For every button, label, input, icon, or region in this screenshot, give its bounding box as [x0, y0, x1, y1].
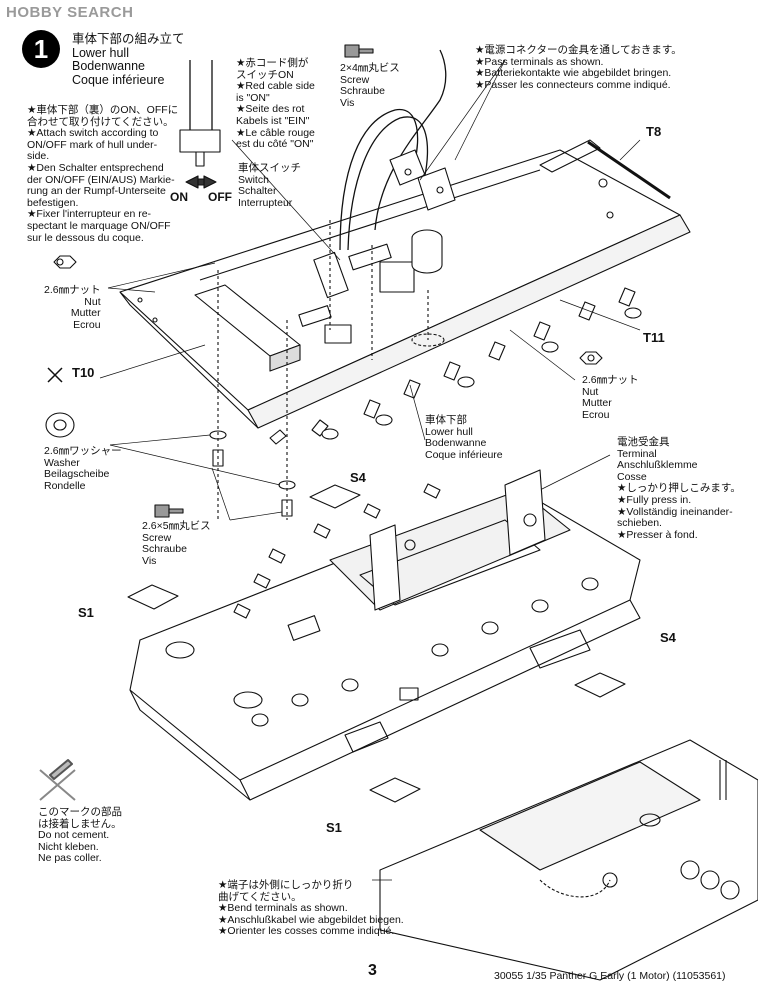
step-number-badge: 1	[22, 30, 60, 68]
step-title-de: Bodenwanne	[72, 59, 145, 73]
switch-orientation-note: ★車体下部（裏）のON、OFFに 合わせて取り付けてください。 ★Attach …	[27, 104, 179, 244]
hobby-search-watermark: HOBBY SEARCH	[6, 4, 134, 21]
switch-mount	[194, 229, 445, 372]
nut-right-label: 2.6㎜ナット Nut Mutter Ecrou	[582, 374, 639, 421]
part-t11: T11	[643, 330, 665, 345]
part-s1-left: S1	[78, 605, 94, 620]
lower-hull-label: 車体下部 Lower hull Bodenwanne Coque inférie…	[425, 414, 503, 461]
bend-terminals-note: ★端子は外側にしっかり折り 曲げてください。 ★Bend terminals a…	[218, 879, 404, 938]
terminal-label: 電池受金具 Terminal Anschlußklemme Cosse ★しっか…	[617, 436, 741, 541]
part-s4-right: S4	[660, 630, 676, 645]
red-cable-note: ★赤コード側が スイッチON ★Red cable side is "ON" ★…	[236, 57, 315, 151]
battery-terminals	[369, 469, 546, 611]
part-s4-upper: S4	[350, 470, 366, 485]
screw-2x4-label: 2×4㎜丸ビス Screw Schraube Vis	[340, 62, 400, 109]
page-number: 3	[368, 962, 377, 979]
part-t8: T8	[646, 124, 662, 139]
terminals-note: ★電源コネクターの金具を通しておきます。 ★Pass terminals as …	[475, 44, 682, 91]
rear-hull-section	[372, 739, 758, 981]
part-s1-lower: S1	[326, 820, 342, 835]
nut-left-label: 2.6㎜ナット Nut Mutter Ecrou	[44, 284, 101, 331]
t10-tool-icon	[47, 367, 63, 383]
hardware	[45, 44, 603, 518]
on-label: ON	[170, 190, 188, 204]
leader-lines	[99, 59, 641, 521]
upper-axles	[269, 287, 642, 445]
page-footer: 30055 1/35 Panther G Early (1 Motor) (11…	[494, 970, 726, 982]
switch-label: 車体スイッチ Switch Schalter Interrupteur	[238, 162, 301, 209]
power-terminals	[389, 149, 456, 211]
motor-wires	[189, 49, 447, 251]
no-cement-note: このマークの部品 は接着しません。 Do not cement. Nicht k…	[38, 806, 122, 865]
step-title-ja: 車体下部の組み立て	[72, 32, 185, 46]
step-title: 車体下部の組み立て Lower hull Bodenwanne Coque in…	[72, 32, 185, 87]
no-cement-icon	[39, 759, 76, 801]
track-clips	[127, 484, 626, 803]
step-title-en: Lower hull	[72, 45, 129, 60]
screw-26x5-label: 2.6×5㎜丸ビス Screw Schraube Vis	[142, 520, 211, 567]
washer-label: 2.6㎜ワッシャー Washer Beilagscheibe Rondelle	[44, 445, 122, 492]
lower-axles	[233, 483, 599, 727]
off-label: OFF	[208, 190, 232, 204]
part-t10: T10	[72, 365, 95, 380]
step-title-fr: Coque inférieure	[72, 72, 165, 87]
t8-rod	[587, 140, 671, 200]
switch-illustration	[179, 129, 221, 189]
